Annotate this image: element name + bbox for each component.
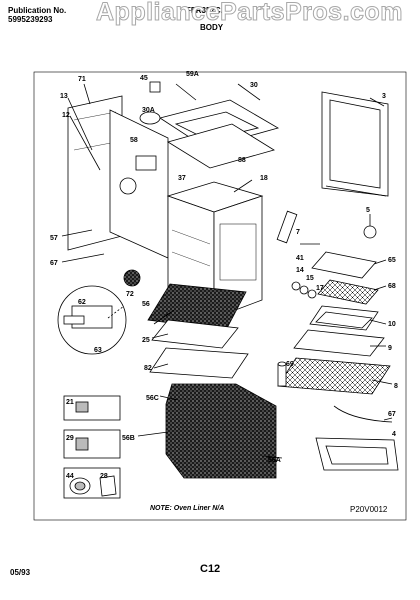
figure-code: P20V0012 (350, 505, 388, 514)
valve-15 (299, 285, 309, 295)
label-82: 82 (144, 365, 152, 372)
stop-69 (277, 363, 287, 387)
panel-82 (149, 347, 249, 379)
oven-rack-8 (277, 357, 391, 395)
label-44: 44 (66, 473, 74, 480)
label-37: 37 (178, 175, 186, 182)
part-30a (139, 111, 161, 125)
frame-border (33, 71, 407, 521)
label-88: 88 (238, 157, 246, 164)
label-17: 17 (316, 285, 324, 292)
label-56b: 56B (122, 435, 135, 442)
label-67-top: 67 (50, 260, 58, 267)
leveler (363, 225, 377, 239)
label-4: 4 (392, 431, 396, 438)
side-panel (109, 109, 169, 259)
box-21 (63, 395, 121, 421)
label-45: 45 (140, 75, 148, 82)
label-12: 12 (62, 112, 70, 119)
label-56a: 56A (268, 457, 281, 464)
baffle-25 (151, 319, 239, 349)
note-text: NOTE: Oven Liner N/A (150, 505, 224, 512)
broil-pan-insert (311, 251, 377, 279)
publication-label: Publication No. (8, 6, 67, 15)
label-57: 57 (50, 235, 58, 242)
igniter-7 (276, 210, 298, 244)
label-59a: 59A (186, 71, 199, 78)
label-3: 3 (382, 93, 386, 100)
label-14: 14 (296, 267, 304, 274)
broil-grid (317, 279, 379, 305)
connector-ring (119, 177, 137, 195)
label-29: 29 (66, 435, 74, 442)
label-13: 13 (60, 93, 68, 100)
label-28: 28 (100, 473, 108, 480)
publication-number: 5995239293 (8, 15, 53, 24)
cooktop-tray (167, 123, 275, 169)
label-9: 9 (388, 345, 392, 352)
section-title: BODY (200, 23, 224, 32)
label-56c: 56C (146, 395, 159, 402)
label-65: 65 (388, 257, 396, 264)
label-5: 5 (366, 207, 370, 214)
label-8: 8 (394, 383, 398, 390)
box-29 (63, 429, 121, 459)
label-21: 21 (66, 399, 74, 406)
bake-element (333, 405, 393, 423)
side-door-panel (321, 91, 389, 197)
label-41: 41 (296, 255, 304, 262)
label-67-bottom: 67 (388, 411, 396, 418)
model-number: FFR357CA (186, 6, 227, 15)
footer-page: C12 (200, 563, 221, 575)
label-18: 18 (260, 175, 268, 182)
label-62: 62 (78, 299, 86, 306)
label-15: 15 (306, 275, 314, 282)
knob-72 (123, 269, 141, 287)
label-30: 30 (250, 82, 258, 89)
label-63: 63 (94, 347, 102, 354)
storage-drawer (165, 383, 277, 479)
label-10: 10 (388, 321, 396, 328)
label-58: 58 (130, 137, 138, 144)
label-7: 7 (296, 229, 300, 236)
oven-rack-9 (293, 329, 385, 357)
valve-14 (291, 281, 301, 291)
valve-17 (307, 289, 317, 299)
label-71: 71 (78, 76, 86, 83)
label-56: 56 (142, 301, 150, 308)
oven-body-front (213, 195, 263, 319)
footer-date: 05/93 (10, 568, 31, 577)
label-25: 25 (142, 337, 150, 344)
label-69: 69 (286, 361, 294, 368)
watermark: AppliancePartsPros.com (96, 0, 403, 27)
label-30a: 30A (142, 107, 155, 114)
label-68: 68 (388, 283, 396, 290)
label-72: 72 (126, 291, 134, 298)
